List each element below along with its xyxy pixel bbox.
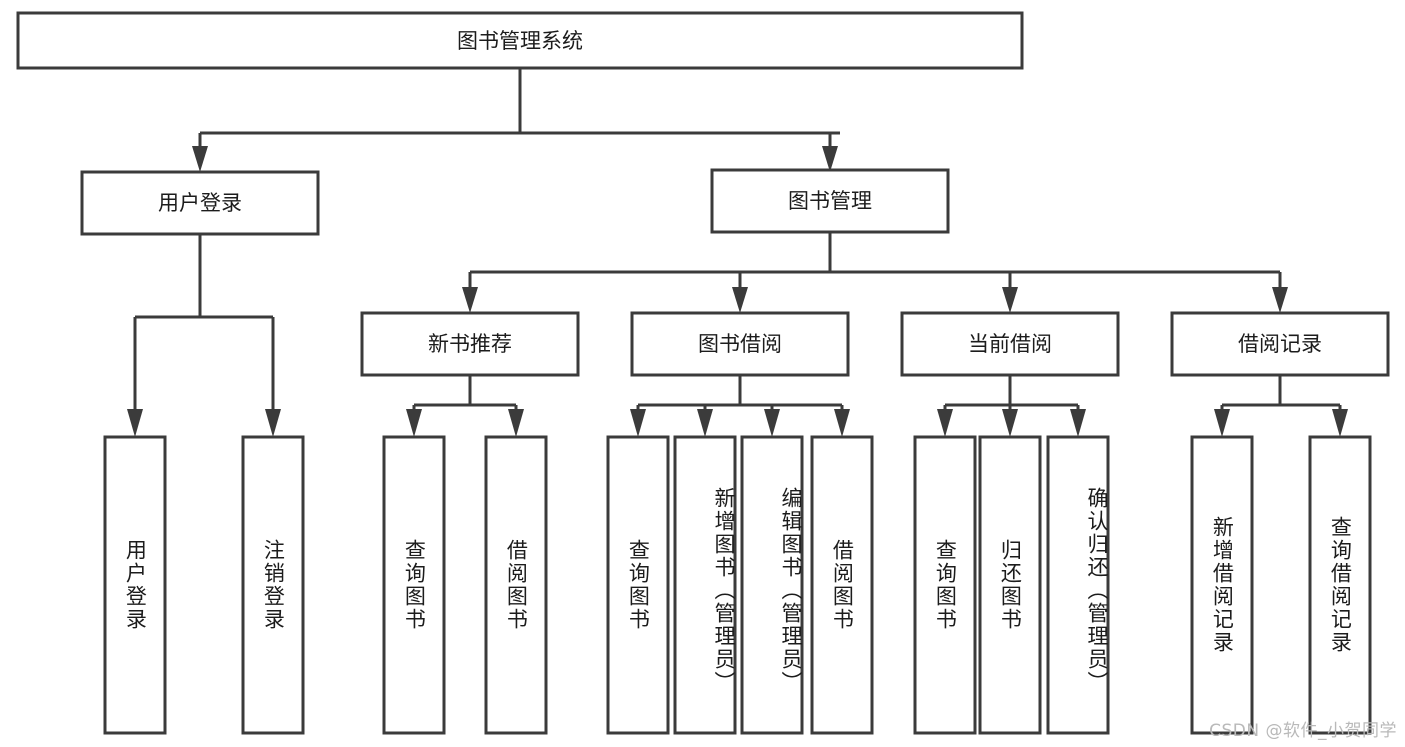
leaf-box-borrowrecord-query[interactable] [1308, 435, 1372, 735]
node-book-borrow-label: 图书借阅 [698, 332, 782, 356]
leaf-box-newbook-query[interactable] [382, 435, 446, 735]
leaf-box-bookborrow-query[interactable] [606, 435, 670, 735]
leaf-box-currentborrow-query[interactable] [913, 435, 977, 735]
node-book-management[interactable]: 图书管理 [710, 168, 950, 234]
leaf-box-user-login-login[interactable] [103, 435, 167, 735]
leaf-box-user-login-logout[interactable] [241, 435, 305, 735]
node-borrow-record[interactable]: 借阅记录 [1170, 311, 1390, 377]
node-book-borrow[interactable]: 图书借阅 [630, 311, 850, 377]
leaf-box-currentborrow-confirm[interactable] [1046, 435, 1110, 735]
node-borrow-record-label: 借阅记录 [1238, 332, 1322, 356]
node-current-borrow[interactable]: 当前借阅 [900, 311, 1120, 377]
connector-userlogin-to-leaves [127, 234, 281, 437]
connector-bookmgmt-to-level3 [462, 232, 1288, 313]
leaf-box-currentborrow-return[interactable] [978, 435, 1042, 735]
leaf-box-bookborrow-add[interactable] [673, 435, 737, 735]
connector-bookborrow-to-leaves [630, 375, 850, 437]
node-user-login[interactable]: 用户登录 [80, 170, 320, 236]
node-new-book-recommend-label: 新书推荐 [428, 332, 512, 356]
node-user-login-label: 用户登录 [158, 191, 242, 215]
node-book-management-label: 图书管理 [788, 189, 872, 213]
connector-borrowrecord-to-leaves [1214, 375, 1348, 437]
connector-root-to-level2 [192, 68, 840, 172]
leaf-box-bookborrow-borrow[interactable] [810, 435, 874, 735]
leaf-box-newbook-borrow[interactable] [484, 435, 548, 735]
node-current-borrow-label: 当前借阅 [968, 332, 1052, 356]
connector-newbook-to-leaves [406, 375, 524, 437]
node-root-label: 图书管理系统 [457, 29, 583, 53]
node-root[interactable]: 图书管理系统 [16, 11, 1024, 70]
leaf-box-bookborrow-edit[interactable] [740, 435, 804, 735]
leaf-box-borrowrecord-add[interactable] [1190, 435, 1254, 735]
connector-currentborrow-to-leaves [937, 375, 1086, 437]
node-new-book-recommend[interactable]: 新书推荐 [360, 311, 580, 377]
csdn-watermark: CSDN @软件_小贺同学 [1209, 721, 1397, 741]
